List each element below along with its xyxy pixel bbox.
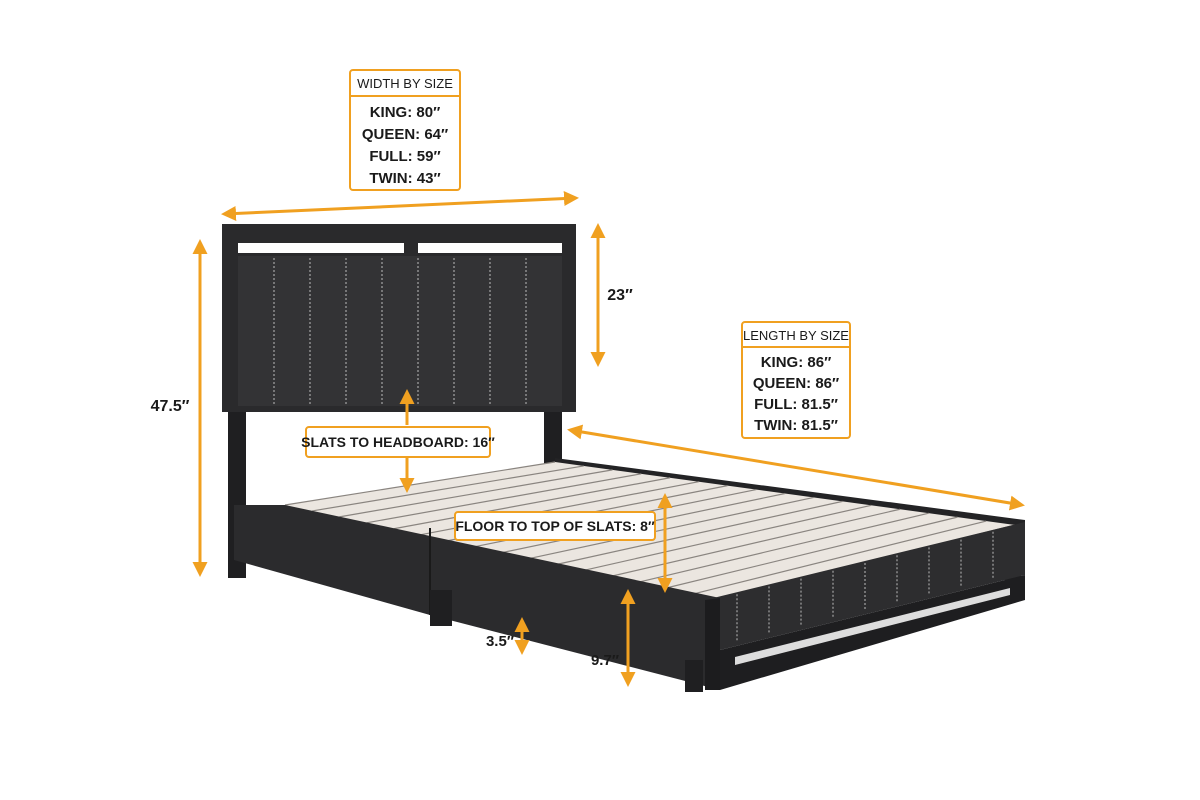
width-king: KING: 80″	[370, 104, 441, 121]
decor-line	[583, 504, 872, 571]
length-twin: TWIN: 81.5″	[754, 417, 838, 434]
decor-line	[692, 520, 987, 595]
dimension-arrows	[192, 191, 1025, 687]
length-full: FULL: 81.5″	[754, 396, 838, 413]
total-height-label: 47.5″	[151, 398, 190, 415]
rail-height-label: 9.7″	[591, 652, 619, 669]
headboard-channels	[273, 258, 527, 404]
length-by-size-box: LENGTH BY SIZE KING: 86″ QUEEN: 86″ FULL…	[741, 321, 851, 439]
width-by-size-box: WIDTH BY SIZE KING: 80″ QUEEN: 64″ FULL:…	[349, 69, 461, 191]
leg-clearance-label: 3.5″	[486, 633, 514, 650]
footboard-panel	[705, 522, 1025, 650]
width-queen: QUEEN: 64″	[362, 126, 448, 143]
width-twin: TWIN: 43″	[369, 170, 440, 187]
length-box-title: LENGTH BY SIZE	[743, 328, 849, 343]
length-arrow	[567, 424, 1025, 511]
decor-line	[312, 465, 584, 512]
decor-line	[556, 500, 843, 565]
length-queen: QUEEN: 86″	[753, 375, 839, 392]
width-arrow	[221, 191, 579, 221]
decor-line	[339, 469, 613, 518]
floor-to-slats-label: FLOOR TO TOP OF SLATS: 8″	[455, 518, 655, 534]
headboard-height-label: 23″	[607, 287, 633, 304]
width-box-title: WIDTH BY SIZE	[357, 76, 453, 91]
decor-line	[284, 461, 556, 506]
decor-line	[638, 512, 929, 583]
slats-to-headboard-label: SLATS TO HEADBOARD: 16″	[301, 434, 495, 450]
length-king: KING: 86″	[761, 354, 832, 371]
width-full: FULL: 59″	[369, 148, 440, 165]
near-side-rail	[234, 505, 720, 690]
decor-line	[665, 516, 958, 589]
front-leg	[685, 660, 703, 692]
center-leg	[430, 590, 452, 626]
headboard-slot	[238, 243, 562, 253]
